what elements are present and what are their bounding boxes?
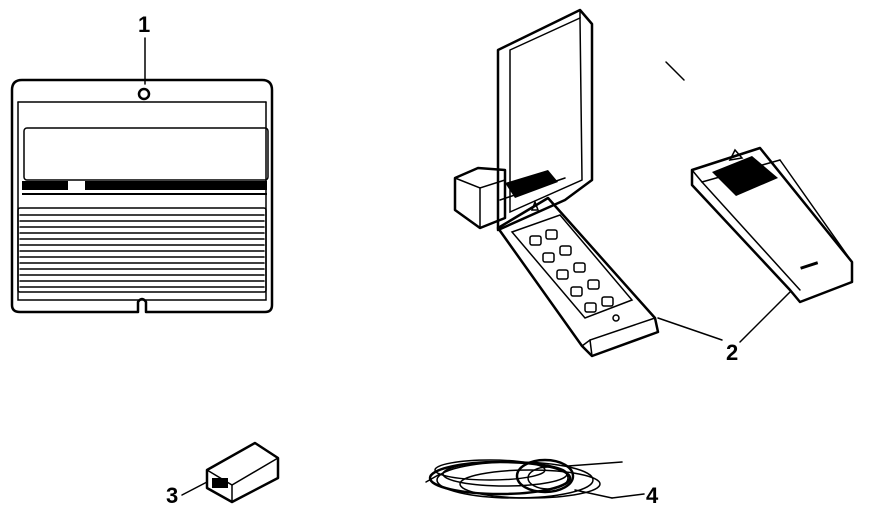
- battery-icon: [181, 441, 280, 504]
- remote-transmitter-icon: [690, 146, 854, 304]
- leader-2b: [739, 291, 791, 343]
- leader-2a: [657, 317, 723, 341]
- callout-3: 3: [166, 483, 178, 508]
- callout-2: 2: [726, 340, 738, 365]
- callout-1: 1: [138, 12, 150, 37]
- receiver-cover-icon: [10, 37, 274, 314]
- wireless-keypad-icon: [453, 8, 660, 358]
- callout-4: 4: [646, 483, 659, 508]
- stray-mark: [665, 61, 685, 81]
- coiled-wire-icon: [425, 458, 645, 499]
- receiver-grille: [17, 207, 267, 293]
- keypad-keys: [529, 229, 614, 313]
